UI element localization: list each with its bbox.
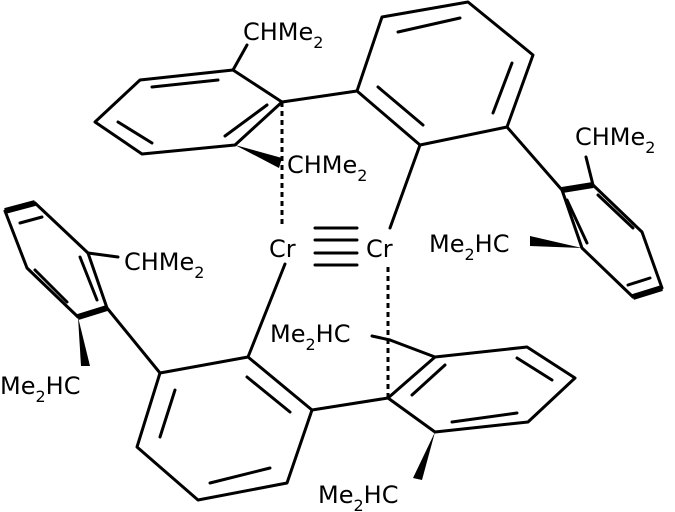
isopropyl-label: Me2HC xyxy=(429,230,509,264)
label-subscript: 2 xyxy=(464,245,474,264)
label-text: HC xyxy=(475,230,510,258)
central-ring-top xyxy=(355,0,564,230)
isopropyl-label: CHMe2 xyxy=(243,18,323,52)
label-subscript: 2 xyxy=(35,387,45,406)
label-subscript: 2 xyxy=(353,496,363,512)
label-subscript: 2 xyxy=(357,166,367,185)
aryl-ring-top-left xyxy=(93,43,359,228)
chromium-atom-left: Cr xyxy=(269,235,296,263)
label-text: CHMe xyxy=(287,151,357,179)
isopropyl-label: CHMe2 xyxy=(575,123,655,157)
central-ring-bottom xyxy=(135,262,390,502)
label-text: CHMe xyxy=(575,123,645,151)
label-subscript: 2 xyxy=(645,138,655,157)
aryl-ring-left xyxy=(3,200,162,375)
label-text: CHMe xyxy=(243,18,313,46)
cr-cr-bond xyxy=(313,226,359,267)
label-subscript: 2 xyxy=(194,263,204,282)
label-subscript: 2 xyxy=(313,33,323,52)
label-text: HC xyxy=(46,372,81,400)
isopropyl-label: CHMe2 xyxy=(124,248,204,282)
isopropyl-label: Me2HC xyxy=(318,481,398,512)
label-text: CHMe xyxy=(124,248,194,276)
chromium-atom-right: Cr xyxy=(366,235,393,263)
aryl-ring-right xyxy=(530,155,664,300)
label-text: Me xyxy=(429,230,464,258)
label-text: Me xyxy=(318,481,353,509)
label-subscript: 2 xyxy=(305,335,315,354)
aryl-ring-bottom-right xyxy=(370,267,577,480)
label-text: Me xyxy=(270,320,305,348)
label-text: HC xyxy=(364,481,399,509)
label-text: HC xyxy=(316,320,351,348)
isopropyl-label: Me2HC xyxy=(270,320,350,354)
isopropyl-label: Me2HC xyxy=(0,372,80,406)
isopropyl-label: CHMe2 xyxy=(287,151,367,185)
label-text: Me xyxy=(0,372,35,400)
